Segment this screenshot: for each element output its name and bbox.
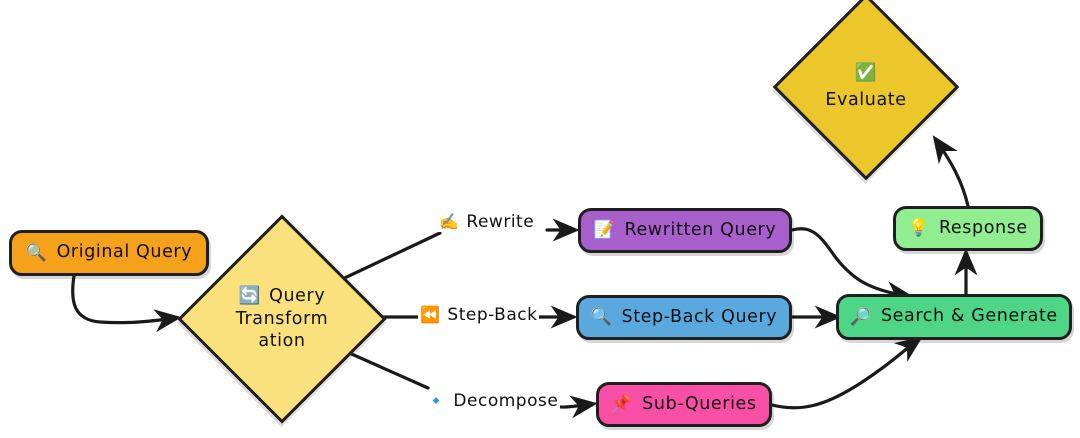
node-sub-queries[interactable]: 📌 Sub-Queries <box>596 382 772 427</box>
edge-label-step-back: ⏪ Step-Back <box>418 305 540 325</box>
node-step-back-query[interactable]: 🔍 Step-Back Query <box>576 295 792 340</box>
edge-label-rewrite: ✍️ Rewrite <box>437 212 537 232</box>
node-label: Rewritten Query <box>624 219 777 240</box>
node-evaluate[interactable] <box>772 0 960 181</box>
node-label: Search & Generate <box>880 306 1058 327</box>
node-original-query[interactable]: 🔍 Original Query <box>9 230 209 276</box>
edge-original-to-transformation <box>71 274 182 333</box>
edge-label-text: Decompose <box>453 391 559 411</box>
memo-icon: 📝 <box>593 220 616 240</box>
edge-rewritten-to-search <box>790 227 914 305</box>
pushpin-icon: 📌 <box>611 394 634 414</box>
magnifier-icon: 🔍 <box>25 242 48 263</box>
edge-label-text: Rewrite <box>466 212 535 232</box>
small-blue-diamond-icon: 🔹 <box>426 391 447 410</box>
node-response[interactable]: 💡 Response <box>893 206 1043 251</box>
magnifier-tilted-icon: 🔎 <box>850 306 872 327</box>
node-label: Original Query <box>56 242 193 263</box>
edge-subqueries-to-search <box>770 336 923 410</box>
lightbulb-icon: 💡 <box>908 218 930 238</box>
edge-label-decompose: 🔹 Decompose <box>424 391 561 411</box>
writing-hand-icon: ✍️ <box>439 212 460 231</box>
node-rewritten-query[interactable]: 📝 Rewritten Query <box>578 208 792 253</box>
magnifier-icon: 🔍 <box>590 307 613 327</box>
edge-transformation-to-rewrite-label <box>332 231 442 285</box>
edge-response-to-evaluate <box>932 135 970 208</box>
node-label: Response <box>938 217 1028 238</box>
edge-label-text: Step-Back <box>447 305 538 325</box>
node-search-and-generate[interactable]: 🔎 Search & Generate <box>836 294 1072 340</box>
node-label: Sub-Queries <box>642 393 757 414</box>
rewind-icon: ⏪ <box>420 305 441 324</box>
node-label: Step-Back Query <box>621 306 778 327</box>
